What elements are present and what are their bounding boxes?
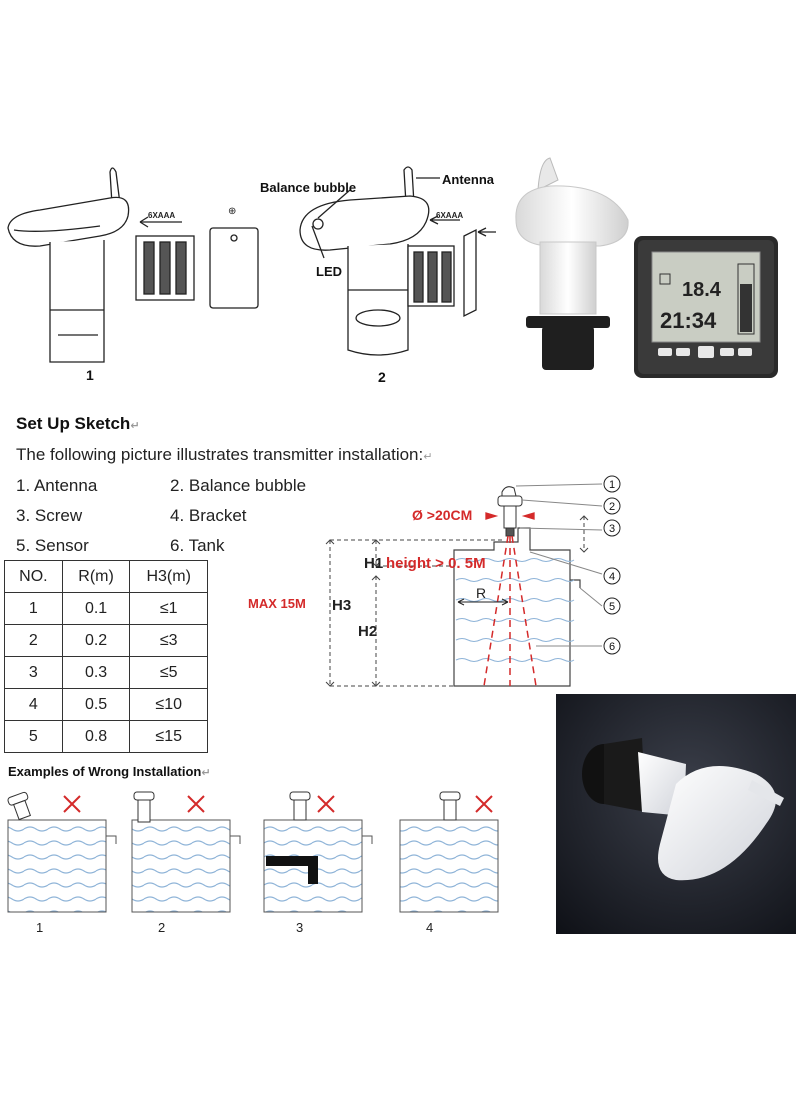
- height-label: height > 0. 5M: [386, 555, 486, 572]
- callout-3: 3: [609, 523, 615, 535]
- wrong-number-1: 1: [36, 920, 44, 935]
- table-cell: 0.5: [61, 688, 131, 721]
- callout-4: 4: [609, 571, 615, 583]
- wrong-number-3: 3: [296, 920, 304, 935]
- wrong-install-title-text: Examples of Wrong Installation: [8, 764, 202, 779]
- h3-label: H3: [332, 597, 351, 614]
- display-time: 21:34: [660, 308, 717, 333]
- wrong-install-diagrams: [7, 791, 499, 913]
- sensor-product-image: [515, 157, 629, 370]
- step-number-1: 1: [86, 367, 94, 383]
- table-header: NO.: [4, 560, 63, 593]
- table-header-row: NO. R(m) H3(m): [4, 560, 208, 593]
- max-label: MAX 15M: [248, 596, 306, 611]
- battery-label-1: 6XAAA: [148, 211, 175, 220]
- table-cell: 1: [4, 592, 63, 625]
- h1-label: H1: [364, 555, 383, 572]
- setup-item-1: 1. Antenna: [16, 476, 98, 495]
- battery-label-2: 6XAAA: [436, 211, 463, 220]
- transmitter-diagram-1: 6XAAA ⊕ 1: [7, 167, 259, 383]
- table-row: 4 0.5 ≤10: [4, 688, 208, 721]
- step-number-2: 2: [378, 369, 386, 385]
- range-table: NO. R(m) H3(m) 1 0.1 ≤1 2 0.2 ≤3 3 0.3 ≤…: [4, 560, 208, 753]
- table-row: 2 0.2 ≤3: [4, 624, 208, 657]
- installation-sketch: R Ø >20CM MAX 15M H3 H2 H1 height > 0. 5…: [248, 475, 621, 687]
- table-cell: ≤5: [129, 656, 208, 689]
- table-row: 1 0.1 ≤1: [4, 592, 208, 625]
- setup-item-2: 2. Balance bubble: [170, 476, 307, 495]
- table-cell: 2: [4, 624, 63, 657]
- setup-item-3: 3. Screw: [16, 506, 83, 525]
- table-cell: 3: [4, 656, 63, 689]
- table-cell: ≤1: [129, 592, 208, 625]
- wrong-example-4: [399, 791, 499, 913]
- setup-intro: The following picture illustrates transm…: [16, 445, 433, 464]
- setup-intro-text: The following picture illustrates transm…: [16, 445, 424, 464]
- setup-item-4: 4. Bracket: [170, 506, 247, 525]
- callout-6: 6: [609, 641, 615, 653]
- transmitter-diagram-2: Balance bubble Antenna LED 6XAAA 2: [260, 166, 496, 385]
- table-cell: ≤15: [129, 720, 208, 753]
- table-row: 3 0.3 ≤5: [4, 656, 208, 689]
- radius-label: R: [476, 585, 486, 601]
- callout-5: 5: [609, 601, 615, 613]
- svg-text:⊕: ⊕: [228, 206, 236, 217]
- table-row: 5 0.8 ≤15: [4, 720, 208, 753]
- table-header: R(m): [61, 560, 131, 593]
- setup-item-6: 6. Tank: [170, 536, 225, 555]
- table-cell: 0.1: [61, 592, 131, 625]
- table-cell: ≤10: [129, 688, 208, 721]
- display-unit-image: 18.4 21:34: [634, 236, 778, 378]
- table-cell: 4: [4, 688, 63, 721]
- setup-title: Set Up Sketch↵: [16, 414, 140, 433]
- wrong-number-4: 4: [426, 920, 434, 935]
- callout-1: 1: [609, 479, 615, 491]
- table-header: H3(m): [129, 560, 208, 593]
- setup-item-5: 5. Sensor: [16, 536, 89, 555]
- led-label: LED: [316, 264, 342, 279]
- balance-bubble-label: Balance bubble: [260, 180, 356, 195]
- h2-label: H2: [358, 623, 377, 640]
- sensor-photo: [556, 694, 796, 934]
- wrong-number-2: 2: [158, 920, 166, 935]
- table-cell: ≤3: [129, 624, 208, 657]
- setup-title-text: Set Up Sketch: [16, 414, 131, 433]
- table-cell: 0.8: [61, 720, 131, 753]
- table-cell: 0.3: [61, 656, 131, 689]
- wrong-example-3: [263, 791, 373, 913]
- table-cell: 0.2: [61, 624, 131, 657]
- callout-2: 2: [609, 501, 615, 513]
- display-temp: 18.4: [682, 279, 722, 301]
- antenna-label: Antenna: [442, 172, 495, 187]
- wrong-install-title: Examples of Wrong Installation↵: [8, 764, 211, 779]
- table-cell: 5: [4, 720, 63, 753]
- wrong-example-2: [131, 791, 241, 913]
- diameter-label: Ø >20CM: [412, 507, 472, 523]
- wrong-example-1: [7, 791, 117, 913]
